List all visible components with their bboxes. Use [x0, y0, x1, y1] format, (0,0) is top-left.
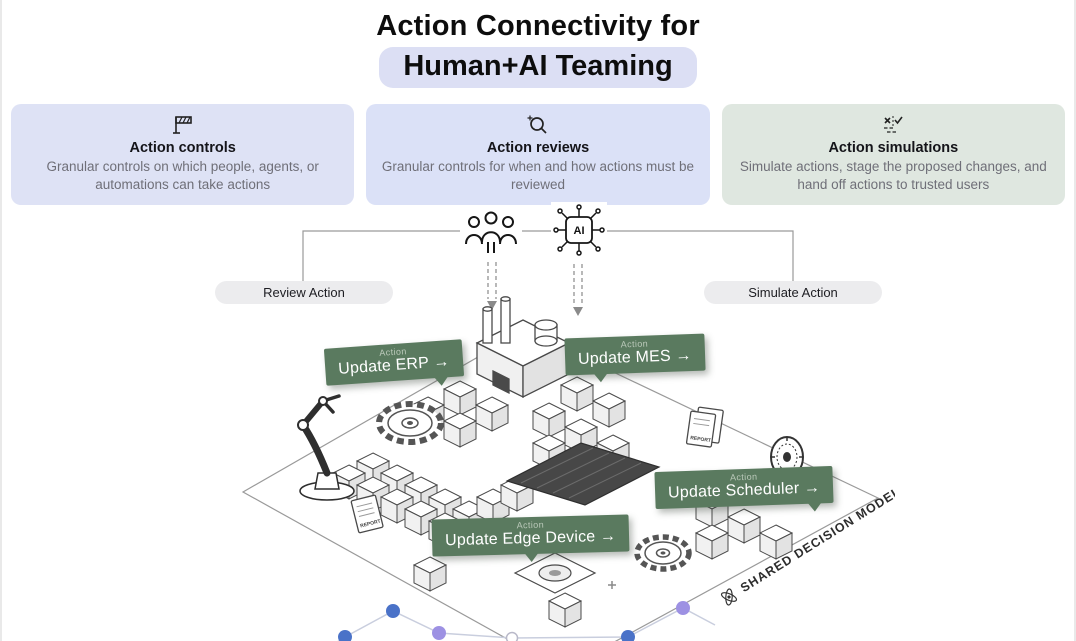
- tag-pointer: [433, 376, 449, 387]
- action-tag-label: Update Edge Device →: [444, 527, 617, 550]
- tag-pointer: [593, 372, 608, 383]
- conveyor-grid: [505, 442, 661, 506]
- gear-icon: [376, 401, 444, 445]
- action-tag-update-edge-device: Action Update Edge Device →: [431, 514, 630, 563]
- simulation-check-icon: [736, 113, 1051, 136]
- review-action-pill: Review Action: [215, 281, 393, 304]
- card-action-reviews: Action reviews Granular controls for whe…: [366, 104, 710, 206]
- network-node-purple: [432, 626, 446, 640]
- card-body: Granular controls for when and how actio…: [381, 159, 695, 192]
- action-tag-update-mes: Action Update MES →: [564, 333, 706, 383]
- card-body: Simulate actions, stage the proposed cha…: [739, 159, 1047, 192]
- network-node-purple: [676, 601, 690, 615]
- card-action-simulations: Action simulations Simulate actions, sta…: [721, 104, 1065, 206]
- card-title: Action reviews: [486, 140, 590, 156]
- people-icon: [460, 206, 522, 258]
- isometric-factory-illustration: REPORT REPORT: [241, 296, 895, 641]
- report-document-icon: REPORT: [350, 494, 384, 534]
- report-label: REPORT: [360, 519, 382, 530]
- platform-hub: [513, 552, 597, 594]
- page-title-line1: Action Connectivity for: [376, 10, 700, 42]
- card-body: Granular controls on which people, agent…: [46, 159, 319, 192]
- card-action-controls: Action controls Granular controls on whi…: [11, 104, 355, 206]
- network-node-hollow: [505, 631, 519, 641]
- action-tag-update-scheduler: Action Update Scheduler →: [654, 465, 834, 512]
- magnifier-icon: [380, 113, 695, 136]
- page-title-line2-row: Human+AI Teaming: [0, 47, 1076, 88]
- robot-arm-icon: [297, 394, 355, 501]
- card-title: Action simulations: [828, 140, 959, 156]
- atom-icon: [720, 588, 738, 606]
- simulate-action-pill: Simulate Action: [704, 281, 882, 304]
- gear-icon: [634, 534, 692, 572]
- feature-cards-row: Action controls Granular controls on whi…: [11, 104, 1065, 206]
- factory-building: [475, 296, 571, 399]
- plus-mark: [608, 581, 616, 589]
- barrier-gate-icon: [25, 113, 340, 136]
- report-label: REPORT: [690, 435, 711, 444]
- network-node-blue: [338, 630, 352, 641]
- action-tag-label: Update Scheduler →: [667, 479, 821, 502]
- ai-chip-icon: AI: [551, 202, 607, 260]
- network-node-blue: [386, 604, 400, 618]
- action-tag-label: Update MES →: [577, 347, 692, 368]
- network-node-blue: [621, 630, 635, 641]
- page-title-line2-highlight: Human+AI Teaming: [379, 47, 697, 88]
- tag-pointer: [524, 552, 539, 563]
- report-document-icon: REPORT: [685, 406, 724, 448]
- decision-network: [337, 601, 716, 641]
- card-title: Action controls: [129, 140, 236, 156]
- tag-pointer: [807, 502, 823, 512]
- ai-chip-label: AI: [574, 225, 585, 237]
